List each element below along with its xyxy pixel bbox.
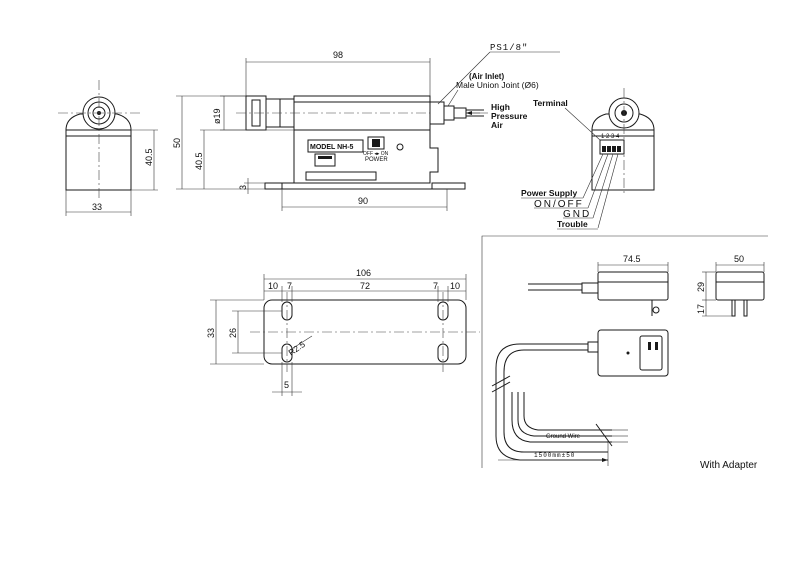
adapter-width-dim: 74.5 — [623, 254, 641, 264]
with-adapter-label: With Adapter — [700, 460, 758, 471]
trouble-label: Trouble — [557, 219, 588, 229]
air-inlet-label: (Air Inlet) — [469, 72, 504, 81]
terminal-pins: 1 2 3 4 — [601, 134, 620, 140]
side-length-dim: 98 — [333, 50, 343, 60]
rear-view: 1 2 3 4 Terminal Power Supply ON/OFF GND… — [521, 88, 655, 230]
hole-pitch-dim: 72 — [360, 281, 370, 291]
ground-wire-label: Ground Wire — [546, 434, 581, 440]
front-height-dim: 40.5 — [144, 148, 154, 166]
front-width-dim: 33 — [92, 202, 102, 212]
total-height-dim: 50 — [172, 138, 182, 148]
front-view: 33 40.5 — [58, 80, 158, 216]
power-supply-label: Power Supply — [521, 188, 577, 198]
hole-offset-right-dim: 10 — [450, 281, 460, 291]
bottom-length-dim: 106 — [356, 268, 371, 278]
slot-width-dim: 5 — [284, 380, 289, 390]
union-joint-label: Male Union Joint (Ø6) — [456, 80, 539, 90]
hole-width-left-dim: 7 — [287, 281, 292, 291]
cable-length-dim: 1500mm±50 — [534, 452, 575, 459]
adapter-depth-dim: 50 — [734, 254, 744, 264]
switch-label: OFF ◂▸ ON — [363, 151, 389, 157]
power-label: POWER — [365, 157, 388, 163]
hole-offset-left-dim: 10 — [268, 281, 278, 291]
on-off-label: ON/OFF — [534, 199, 584, 210]
diameter-dim: ø19 — [212, 108, 222, 124]
body-height-dim: 40.5 — [194, 152, 204, 170]
terminal-label: Terminal — [533, 98, 568, 108]
hole-span-dim: 26 — [228, 328, 238, 338]
high-pressure-label-2: Pressure — [491, 111, 528, 121]
adapter-pin-dim: 17 — [696, 304, 706, 314]
model-label: MODEL NH-5 — [310, 144, 354, 151]
base-thickness-dim: 3 — [238, 185, 248, 190]
bottom-view: 106 10 7 72 7 10 33 26 R2.5 5 — [206, 268, 480, 396]
thread-label: PS1/8" — [490, 43, 528, 53]
adapter-height-dim: 29 — [696, 282, 706, 292]
hole-width-right-dim: 7 — [433, 281, 438, 291]
high-pressure-label-3: Air — [491, 120, 504, 130]
high-pressure-label-1: High — [491, 102, 510, 112]
side-view: 98 MODEL NH-5 OFF ◂▸ ON POWER — [172, 43, 560, 211]
base-length-dim: 90 — [358, 196, 368, 206]
model-plate — [307, 139, 364, 153]
gnd-label: GND — [563, 209, 591, 220]
bottom-width-dim: 33 — [206, 328, 216, 338]
adapter-section: 74.5 50 29 17 Ground — [481, 235, 768, 471]
